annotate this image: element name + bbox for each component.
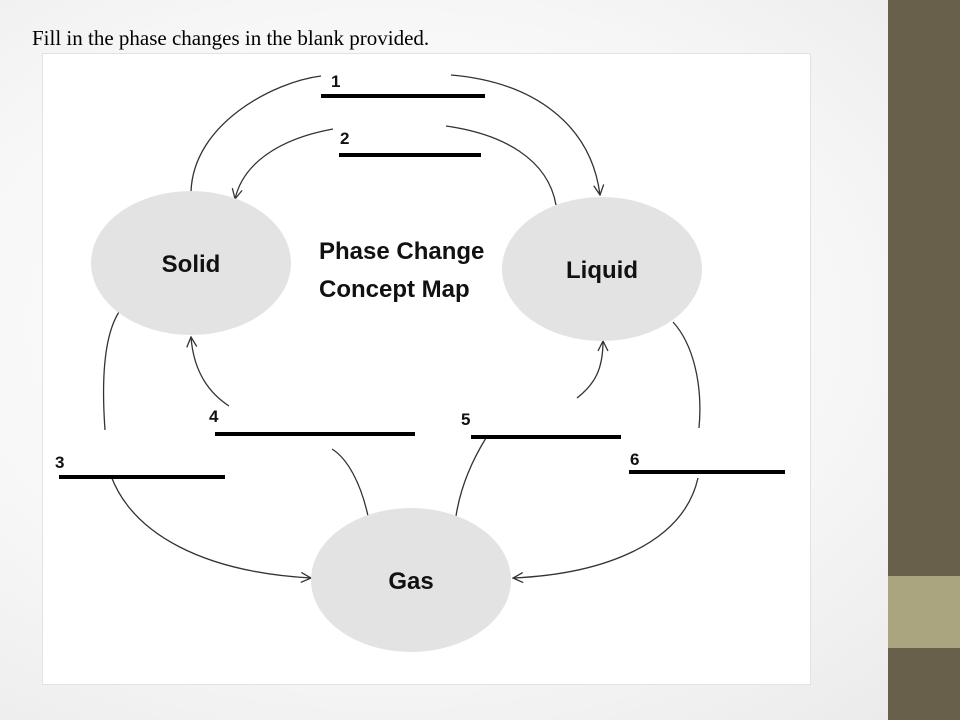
concept-map-svg: Solid Liquid Gas Phase Change Concept Ma… — [55, 72, 785, 652]
blank-number-1: 1 — [331, 72, 340, 91]
gas-node — [311, 508, 511, 652]
blank-number-2: 2 — [340, 129, 349, 148]
side-accent-bar — [888, 0, 960, 720]
arrow-liquid-to-gas-right-head — [513, 477, 699, 578]
side-bar-dark-top — [888, 0, 960, 576]
arrow-gas-to-solid — [331, 448, 369, 517]
solid-node — [91, 191, 291, 335]
arrow-gas-to-solid-head — [191, 337, 230, 407]
side-bar-light-band — [888, 576, 960, 648]
blank-number-5: 5 — [461, 410, 470, 429]
arrow-solid-to-gas-left-head — [110, 475, 311, 578]
arrow-solid-to-liquid-outer — [190, 75, 322, 193]
liquid-node — [502, 197, 702, 341]
blank-number-4: 4 — [209, 407, 219, 426]
arrow-solid-to-gas-left — [102, 311, 120, 431]
side-bar-dark-bottom — [888, 648, 960, 720]
liquid-label: Liquid — [566, 257, 638, 284]
solid-label: Solid — [162, 251, 221, 278]
arrow-gas-to-liquid — [455, 437, 487, 517]
arrow-liquid-to-solid-inner-head — [235, 128, 334, 199]
diagram-title-line1: Phase Change — [319, 238, 484, 265]
gas-label: Gas — [388, 568, 433, 595]
arrow-liquid-to-gas-right — [672, 321, 701, 429]
arrow-liquid-to-solid-inner — [445, 125, 557, 206]
blank-number-6: 6 — [630, 450, 639, 469]
diagram-title-line2: Concept Map — [319, 276, 470, 303]
blank-number-3: 3 — [55, 453, 64, 472]
arrow-gas-to-liquid-head — [576, 341, 603, 399]
slide-title: Fill in the phase changes in the blank p… — [32, 26, 430, 50]
concept-map-diagram: Solid Liquid Gas Phase Change Concept Ma… — [42, 53, 811, 685]
arrow-solid-to-liquid-outer-head — [450, 74, 600, 195]
